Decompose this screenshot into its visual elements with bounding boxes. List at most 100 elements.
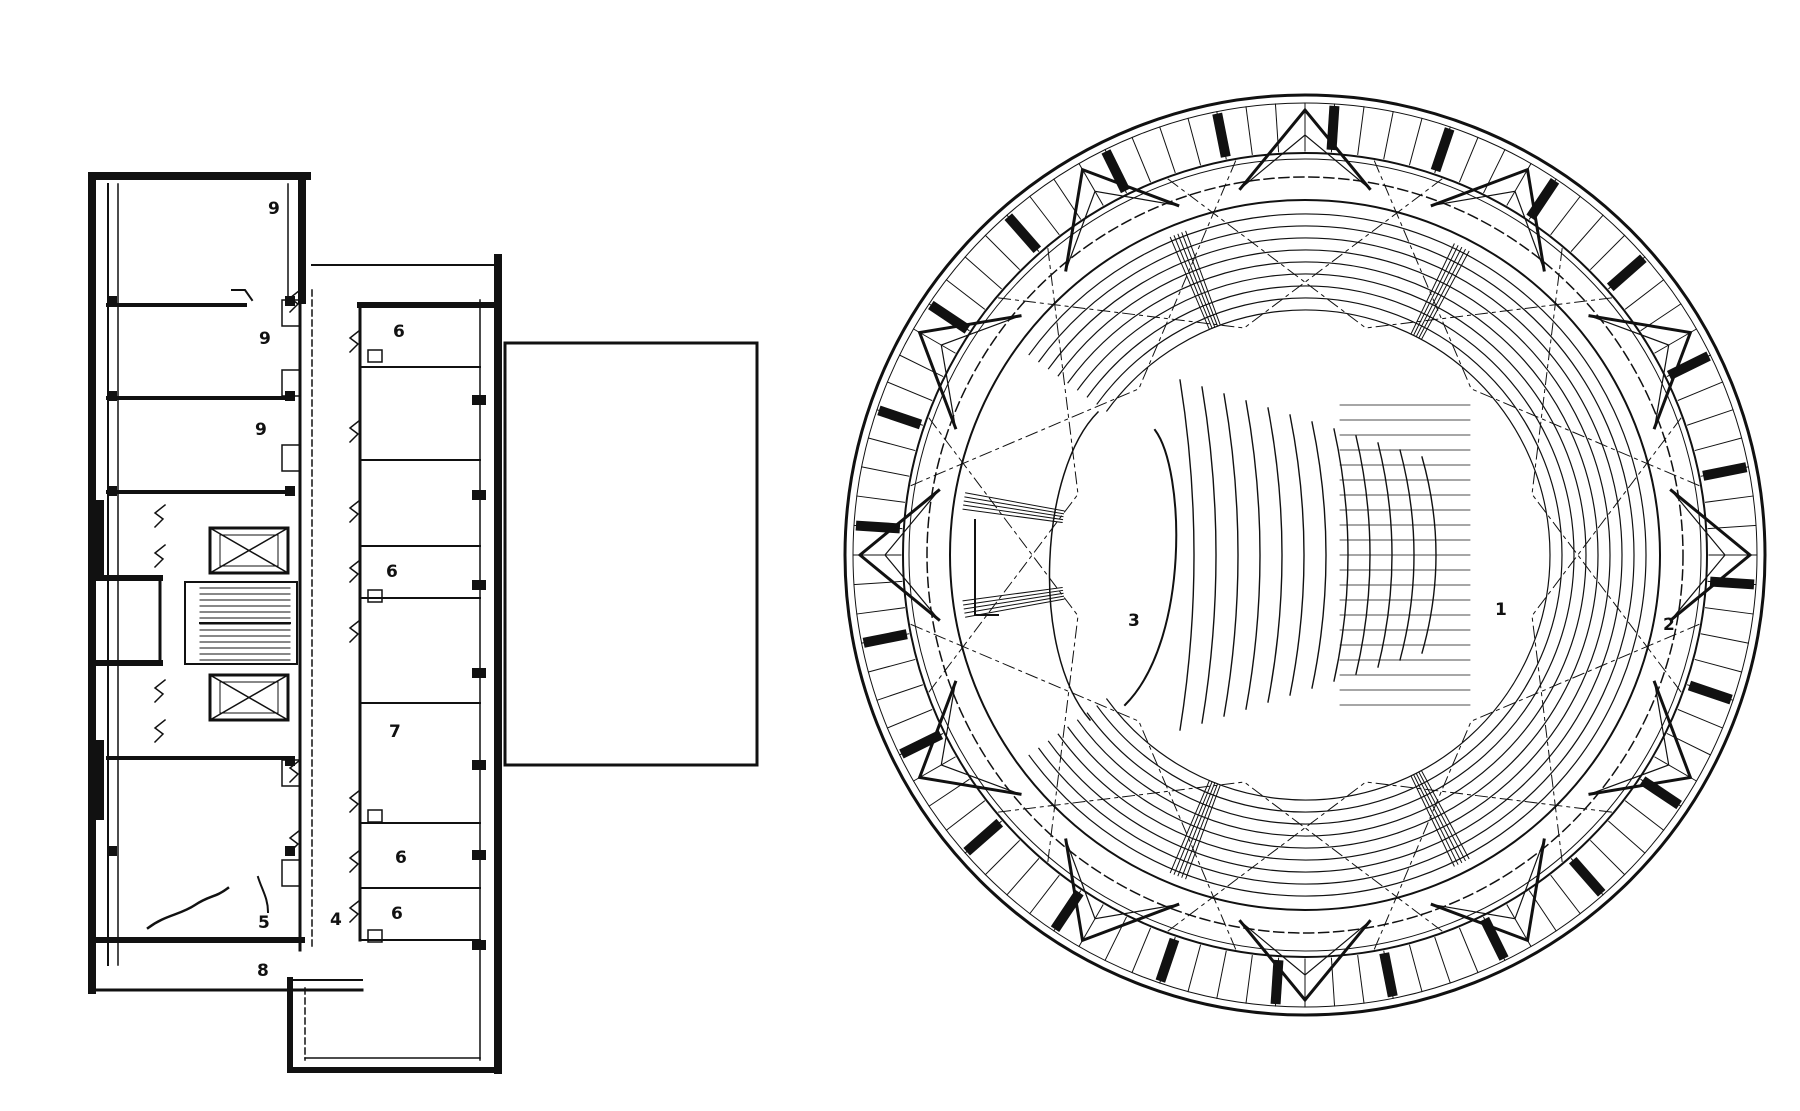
stall-row — [1223, 393, 1239, 717]
v-brace-inner — [1065, 190, 1179, 271]
seating-tier — [1086, 285, 1575, 825]
door-swing — [288, 828, 302, 854]
v-brace — [857, 488, 941, 622]
door-swing — [348, 898, 362, 924]
ring-tick — [1245, 106, 1253, 156]
ring-tick — [1131, 136, 1152, 183]
aisle-stair — [962, 508, 1063, 524]
door-swing — [288, 288, 302, 314]
ring-tick — [856, 495, 906, 503]
ring-tick — [1357, 106, 1365, 156]
v-brace-inner — [940, 315, 1021, 429]
ring-pier — [1379, 952, 1398, 998]
ring-tick — [1608, 820, 1646, 854]
door-swing — [348, 618, 362, 644]
v-brace — [1238, 107, 1372, 191]
v-brace-inner — [1239, 134, 1371, 190]
room-label: 5 — [258, 913, 270, 933]
room-label: 6 — [393, 322, 405, 342]
ring-tick — [1006, 858, 1040, 896]
v-brace-inner — [1589, 681, 1670, 795]
ring-tick — [1694, 437, 1743, 452]
room-label: 7 — [389, 722, 401, 742]
ring-tick — [886, 708, 933, 729]
room-label: 1 — [1495, 600, 1507, 620]
room-label: 3 — [1128, 611, 1140, 631]
room-label: 6 — [395, 848, 407, 868]
aisle-stair — [963, 504, 1064, 521]
ring-tick — [1131, 927, 1152, 974]
room-label: 6 — [386, 562, 398, 582]
aisle-stair — [964, 496, 1065, 515]
seating-tier — [1057, 249, 1611, 861]
structural-pier — [107, 846, 117, 856]
room-label: 9 — [259, 329, 271, 349]
structural-chord — [1243, 178, 1443, 329]
ring-tick — [1550, 874, 1581, 915]
ring-tick — [1408, 944, 1423, 993]
ring-tick — [1677, 381, 1724, 402]
right-wing-walls — [287, 254, 502, 1074]
circular-auditorium-plan — [843, 93, 1767, 1017]
structural-chord — [1138, 160, 1237, 390]
aisle-stair — [963, 589, 1064, 606]
door-swing — [153, 543, 167, 569]
v-brace-inner — [1431, 839, 1545, 920]
seating-tier — [1076, 273, 1587, 837]
ring-tick — [1408, 117, 1423, 166]
aisle-stair — [1418, 248, 1466, 339]
seating-tier — [1028, 213, 1647, 897]
seating-tier — [1105, 309, 1551, 801]
wall-fixture — [281, 369, 301, 397]
aisle-stair — [1412, 773, 1459, 865]
ring-tick — [1700, 633, 1749, 644]
ring-tick — [1434, 936, 1451, 984]
structural-chord — [1243, 781, 1443, 932]
aisle-stair — [963, 500, 1064, 518]
ring-tick — [1159, 126, 1176, 174]
outer-ring — [843, 93, 1767, 1017]
structural-pier — [92, 500, 104, 580]
ring-pier — [1004, 213, 1042, 254]
door-swing — [348, 418, 362, 444]
seating-tier — [1096, 297, 1563, 813]
ring-pier — [1568, 856, 1606, 897]
ring-tick — [1458, 927, 1479, 974]
structural-pier — [285, 756, 295, 766]
ring-tick — [984, 839, 1021, 876]
structural-chord — [1047, 615, 1079, 862]
aisle-stair — [1169, 779, 1211, 874]
v-brace-inner — [884, 489, 940, 621]
door-swing — [288, 758, 302, 784]
structural-chord — [1470, 388, 1700, 487]
v-brace — [1430, 167, 1546, 272]
ring-tick — [1624, 800, 1665, 831]
ring-pier — [1212, 112, 1231, 158]
aisle-stair — [965, 492, 1065, 512]
aisle-stair — [1418, 771, 1466, 862]
wall-fixture — [367, 589, 383, 603]
room-label: 9 — [255, 420, 267, 440]
aisle-stair — [1169, 236, 1211, 331]
aisle-stair — [1420, 769, 1470, 860]
ring-tick — [1383, 111, 1394, 160]
aisle-stair — [1177, 782, 1216, 877]
ring-pier — [1155, 937, 1180, 983]
structural-chord — [1531, 417, 1682, 617]
structural-pier — [107, 296, 117, 306]
structural-chord — [1470, 623, 1700, 722]
wall-fixture — [367, 929, 383, 943]
v-brace — [1430, 838, 1546, 943]
ring-tick — [1589, 839, 1626, 876]
ring-pier — [1101, 149, 1130, 194]
ring-tick — [1694, 658, 1743, 673]
aisle-stair — [1173, 781, 1213, 875]
v-brace — [1588, 680, 1693, 796]
ring-tick — [1245, 954, 1253, 1004]
stall-row — [1311, 421, 1327, 689]
aisle-stair — [1410, 243, 1455, 335]
ring-tick — [1029, 874, 1060, 915]
ring-tick — [1686, 409, 1734, 426]
door-swing — [348, 498, 362, 524]
ring-pier — [1687, 680, 1733, 705]
